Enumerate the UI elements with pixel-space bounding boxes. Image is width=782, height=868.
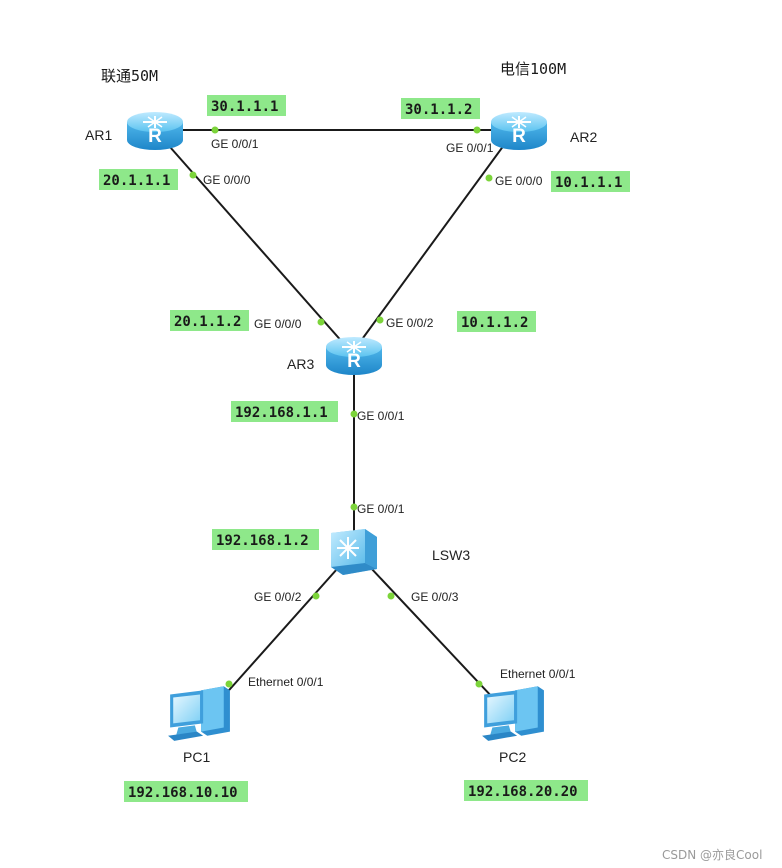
- port-dot: [387, 592, 395, 600]
- ip-text: 192.168.1.2: [216, 533, 309, 549]
- ip-box-192-168-1-1: 192.168.1.1: [231, 401, 338, 422]
- switch-lsw3[interactable]: [330, 528, 378, 576]
- port-dot: [225, 680, 233, 688]
- ip-highlight: [99, 169, 178, 190]
- pc-pc1[interactable]: [168, 686, 230, 741]
- port-label-pc1-eth: Ethernet 0/0/1: [248, 675, 324, 689]
- port-dot: [211, 126, 219, 134]
- ip-highlight: [207, 95, 286, 116]
- ip-box-10-1-1-2: 10.1.1.2: [457, 311, 536, 332]
- port-label-ar3-g002: GE 0/0/2: [386, 316, 434, 330]
- watermark: CSDN @亦良Cool: [662, 847, 762, 862]
- ip-text: 30.1.1.1: [211, 99, 278, 115]
- port-dots: [189, 126, 493, 688]
- ip-highlight: [231, 401, 338, 422]
- ip-highlight: [401, 98, 480, 119]
- ip-box-192-168-1-2: 192.168.1.2: [212, 529, 319, 550]
- ar3-label: AR3: [287, 356, 314, 372]
- router-ar1[interactable]: [126, 111, 184, 151]
- port-label-ar1-g000: GE 0/0/0: [203, 173, 251, 187]
- isp-label-ar1: 联通50M: [101, 67, 158, 85]
- lsw3-label: LSW3: [432, 547, 470, 563]
- router-icon: [325, 336, 383, 376]
- ip-text: 10.1.1.2: [461, 315, 528, 331]
- ip-box-30-1-1-2: 30.1.1.2: [401, 98, 480, 119]
- ar1-label: AR1: [85, 127, 112, 143]
- router-icon: [126, 111, 184, 151]
- ip-box-20-1-1-2: 20.1.1.2: [170, 310, 249, 331]
- ip-highlight: [457, 311, 536, 332]
- ip-text: 192.168.20.20: [468, 784, 578, 800]
- isp-label-ar2: 电信100M: [500, 60, 566, 78]
- port-label-ar2-g000: GE 0/0/0: [495, 174, 543, 188]
- port-label-pc2-eth: Ethernet 0/0/1: [500, 667, 576, 681]
- pc-pc2[interactable]: [482, 686, 544, 741]
- pc-icon: [482, 686, 544, 741]
- port-dot: [475, 680, 483, 688]
- ip-text: 192.168.1.1: [235, 405, 328, 421]
- pc1-label: PC1: [183, 749, 210, 765]
- ip-text: 20.1.1.2: [174, 314, 241, 330]
- port-label-ar1-g001: GE 0/0/1: [211, 137, 259, 151]
- ip-highlight: [124, 781, 248, 802]
- ip-text: 192.168.10.10: [128, 785, 238, 801]
- port-dot: [485, 174, 493, 182]
- port-dot: [189, 171, 197, 179]
- ip-box-30-1-1-1: 30.1.1.1: [207, 95, 286, 116]
- port-dot: [317, 318, 325, 326]
- ar2-label: AR2: [570, 129, 597, 145]
- ip-box-20-1-1-1: 20.1.1.1: [99, 169, 178, 190]
- port-label-lsw3-g001: GE 0/0/1: [357, 502, 405, 516]
- link-lsw3-pc1: [205, 549, 355, 717]
- ip-highlight: [551, 171, 630, 192]
- port-label-lsw3-g002: GE 0/0/2: [254, 590, 302, 604]
- switch-icon: [330, 528, 378, 576]
- port-dot: [312, 592, 320, 600]
- link-lsw3-pc2: [353, 549, 511, 717]
- port-label-lsw3-g003: GE 0/0/3: [411, 590, 459, 604]
- port-dot: [473, 126, 481, 134]
- router-ar3[interactable]: [325, 336, 383, 376]
- link-ar2-ar3: [351, 129, 516, 354]
- pc2-label: PC2: [499, 749, 526, 765]
- ip-box-10-1-1-1: 10.1.1.1: [551, 171, 630, 192]
- port-label-ar2-g001: GE 0/0/1: [446, 141, 494, 155]
- port-dot: [376, 316, 384, 324]
- router-ar2[interactable]: [490, 111, 548, 151]
- router-icon: [490, 111, 548, 151]
- pc-icon: [168, 686, 230, 741]
- link-ar1-ar3: [154, 129, 353, 354]
- ip-text: 10.1.1.1: [555, 175, 622, 191]
- ip-text: 30.1.1.2: [405, 102, 472, 118]
- ip-highlight: [464, 780, 588, 801]
- port-label-ar3-g000: GE 0/0/0: [254, 317, 302, 331]
- port-label-ar3-g001: GE 0/0/1: [357, 409, 405, 423]
- ip-text: 20.1.1.1: [103, 173, 170, 189]
- port-dot: [350, 503, 358, 511]
- port-dot: [350, 410, 358, 418]
- ip-box-192-168-20-20: 192.168.20.20: [464, 780, 588, 801]
- ip-highlight: [170, 310, 249, 331]
- ip-box-192-168-10-10: 192.168.10.10: [124, 781, 248, 802]
- ip-highlight: [212, 529, 319, 550]
